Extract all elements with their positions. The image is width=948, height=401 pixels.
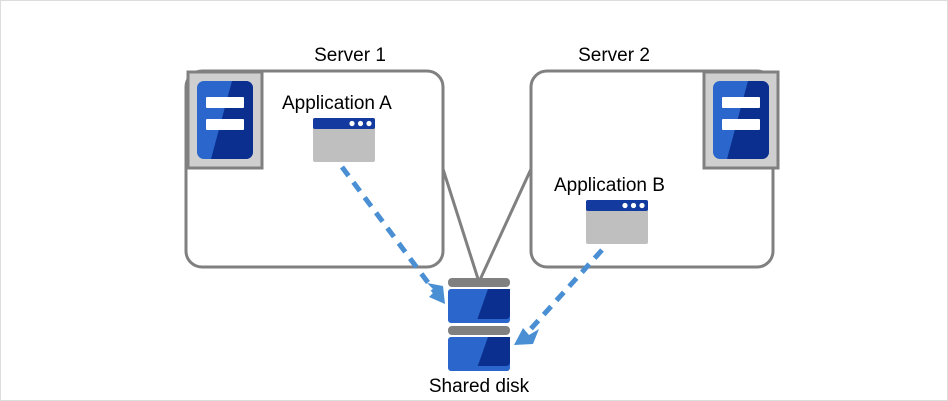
connector-server1-to-disk <box>441 168 481 283</box>
server-2-group[interactable]: Server 2 Application B <box>529 45 780 269</box>
connector-lines <box>441 168 533 283</box>
server-icon <box>186 70 264 170</box>
application-window-icon <box>313 118 375 162</box>
disk-platter-bottom <box>448 337 510 371</box>
arrow-application-b-to-disk <box>514 248 604 345</box>
server-1-title: Server 1 <box>314 45 386 66</box>
disk-platter-top <box>448 289 510 323</box>
disk-bar-bottom <box>448 326 510 335</box>
arrow-application-a-to-disk <box>339 165 445 304</box>
shared-disk-label: Shared disk <box>429 376 530 397</box>
connector-server2-to-disk <box>477 168 533 283</box>
server-1-group[interactable]: Server 1 Application A <box>184 45 445 269</box>
server-2-title: Server 2 <box>578 45 650 66</box>
application-b-label: Application B <box>554 175 665 196</box>
application-a-label: Application A <box>282 93 392 114</box>
disk-bar-top <box>448 278 510 287</box>
shared-disk-group[interactable]: Shared disk <box>429 278 530 397</box>
data-flow-arrows <box>339 165 604 345</box>
server-icon <box>702 70 780 170</box>
application-window-icon <box>586 200 648 244</box>
